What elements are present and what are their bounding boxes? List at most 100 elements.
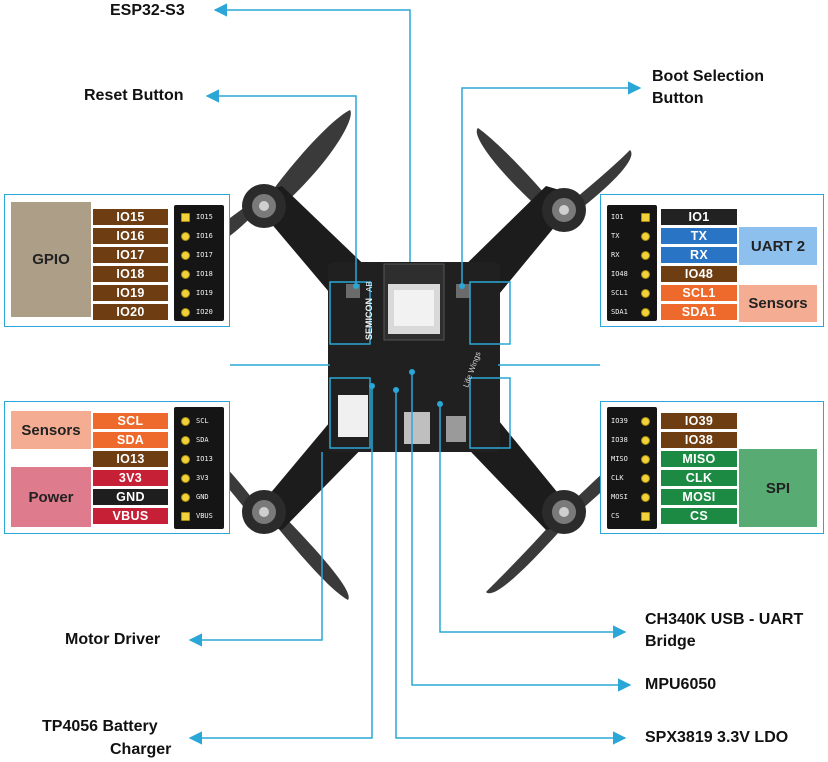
header-pin bbox=[641, 455, 650, 464]
callout-mpu6050: MPU6050 bbox=[645, 676, 717, 693]
silk-label: GND bbox=[196, 493, 209, 501]
silk-label: IO16 bbox=[196, 232, 213, 240]
silk-label: IO48 bbox=[611, 270, 628, 278]
silk-label: CLK bbox=[611, 474, 624, 482]
group-power: Power bbox=[11, 467, 91, 527]
header-pin bbox=[181, 213, 190, 222]
pin-label-gnd: GND bbox=[93, 489, 168, 505]
silk-label: TX bbox=[611, 232, 620, 240]
pcb-brand-suffix: AB bbox=[365, 281, 374, 292]
callout-ldo: SPX3819 3.3V LDO bbox=[645, 729, 789, 746]
callout-tp4056-line1: TP4056 Battery bbox=[42, 718, 158, 735]
group-spi: SPI bbox=[739, 449, 817, 527]
header-pin bbox=[641, 270, 650, 279]
silk-label: SDA bbox=[196, 436, 209, 444]
silk-label: VBUS bbox=[196, 512, 213, 520]
silk-label: SCL bbox=[196, 417, 209, 425]
pin-label-sda1: SDA1 bbox=[661, 304, 737, 320]
callout-ch340-line1: CH340K USB - UART bbox=[645, 611, 804, 628]
silk-label: CS bbox=[611, 512, 620, 520]
pin-label-3v3: 3V3 bbox=[93, 470, 168, 486]
silk-label: IO20 bbox=[196, 308, 213, 316]
silk-label: IO19 bbox=[196, 289, 213, 297]
silk-label: SDA1 bbox=[611, 308, 628, 316]
callout-ch340-line2: Bridge bbox=[645, 633, 696, 650]
pin-header-uart: IO1 TX RX IO48 SCL1 SDA1 bbox=[607, 205, 657, 321]
header-pin bbox=[641, 232, 650, 241]
pcb-brand: SEMICON bbox=[364, 298, 374, 340]
callout-reset-button: Reset Button bbox=[84, 87, 184, 104]
pin-label-io15: IO15 bbox=[93, 209, 168, 225]
silk-label: MOSI bbox=[611, 493, 628, 501]
pin-header-spi: IO39 IO38 MISO CLK MOSI CS bbox=[607, 407, 657, 529]
panel-gpio: GPIO IO15 IO16 IO17 IO18 IO19 IO20 IO15 … bbox=[4, 194, 230, 327]
pin-label-io18: IO18 bbox=[93, 266, 168, 282]
pin-label-scl: SCL bbox=[93, 413, 168, 429]
header-pin bbox=[641, 436, 650, 445]
pin-label-rx: RX bbox=[661, 247, 737, 263]
header-pin bbox=[641, 289, 650, 298]
pin-label-miso: MISO bbox=[661, 451, 737, 467]
silk-label: IO39 bbox=[611, 417, 628, 425]
header-pin bbox=[641, 417, 650, 426]
panel-sensors-power: Sensors Power SCL SDA IO13 3V3 GND VBUS … bbox=[4, 401, 230, 534]
header-pin bbox=[181, 493, 190, 502]
pin-label-sda: SDA bbox=[93, 432, 168, 448]
panel-spi: IO39 IO38 MISO CLK MOSI CS IO39 IO38 MIS… bbox=[600, 401, 824, 534]
pin-header-power: SCL SDA IO13 3V3 GND VBUS bbox=[174, 407, 224, 529]
pcb-highlight-frames bbox=[329, 281, 511, 449]
group-sensors-left: Sensors bbox=[11, 411, 91, 449]
header-pin bbox=[641, 308, 650, 317]
silk-label: IO38 bbox=[611, 436, 628, 444]
header-pin bbox=[181, 251, 190, 260]
motors bbox=[242, 184, 586, 534]
header-pin bbox=[181, 232, 190, 241]
header-pin bbox=[181, 474, 190, 483]
silk-label: SCL1 bbox=[611, 289, 628, 297]
silk-label: IO13 bbox=[196, 455, 213, 463]
pin-label-io13: IO13 bbox=[93, 451, 168, 467]
pin-label-tx: TX bbox=[661, 228, 737, 244]
pin-label-io48: IO48 bbox=[661, 266, 737, 282]
pin-label-vbus: VBUS bbox=[93, 508, 168, 524]
header-pin bbox=[641, 493, 650, 502]
silk-label: MISO bbox=[611, 455, 628, 463]
header-pin bbox=[181, 270, 190, 279]
header-pin bbox=[181, 289, 190, 298]
silk-label: RX bbox=[611, 251, 620, 259]
silk-label: IO18 bbox=[196, 270, 213, 278]
main-pcb bbox=[328, 262, 500, 452]
pin-label-io19: IO19 bbox=[93, 285, 168, 301]
pin-label-mosi: MOSI bbox=[661, 489, 737, 505]
header-pin bbox=[181, 308, 190, 317]
leader-lines bbox=[188, 3, 642, 745]
header-pin bbox=[641, 474, 650, 483]
header-pin bbox=[181, 512, 190, 521]
pin-label-io17: IO17 bbox=[93, 247, 168, 263]
pin-label-io16: IO16 bbox=[93, 228, 168, 244]
panel-uart-sensors: IO1 TX RX IO48 SCL1 SDA1 IO1 TX RX IO48 … bbox=[600, 194, 824, 327]
pin-label-scl1: SCL1 bbox=[661, 285, 737, 301]
pin-label-clk: CLK bbox=[661, 470, 737, 486]
silk-label: IO1 bbox=[611, 213, 624, 221]
header-pin bbox=[641, 251, 650, 260]
group-sensors-right: Sensors bbox=[739, 285, 817, 322]
callout-motor-driver: Motor Driver bbox=[65, 631, 161, 648]
silk-label: IO17 bbox=[196, 251, 213, 259]
pin-label-io1: IO1 bbox=[661, 209, 737, 225]
callout-tp4056-line2: Charger bbox=[110, 741, 172, 758]
header-pin bbox=[641, 213, 650, 222]
header-pin bbox=[641, 512, 650, 521]
group-uart2: UART 2 bbox=[739, 227, 817, 265]
header-pin bbox=[181, 455, 190, 464]
pin-header-gpio: IO15 IO16 IO17 IO18 IO19 IO20 bbox=[174, 205, 224, 321]
pin-label-io20: IO20 bbox=[93, 304, 168, 320]
callout-boot-selection-line2: Button bbox=[652, 90, 704, 107]
pin-label-io38: IO38 bbox=[661, 432, 737, 448]
header-pin bbox=[181, 417, 190, 426]
silk-label: IO15 bbox=[196, 213, 213, 221]
header-pin bbox=[181, 436, 190, 445]
pin-label-io39: IO39 bbox=[661, 413, 737, 429]
